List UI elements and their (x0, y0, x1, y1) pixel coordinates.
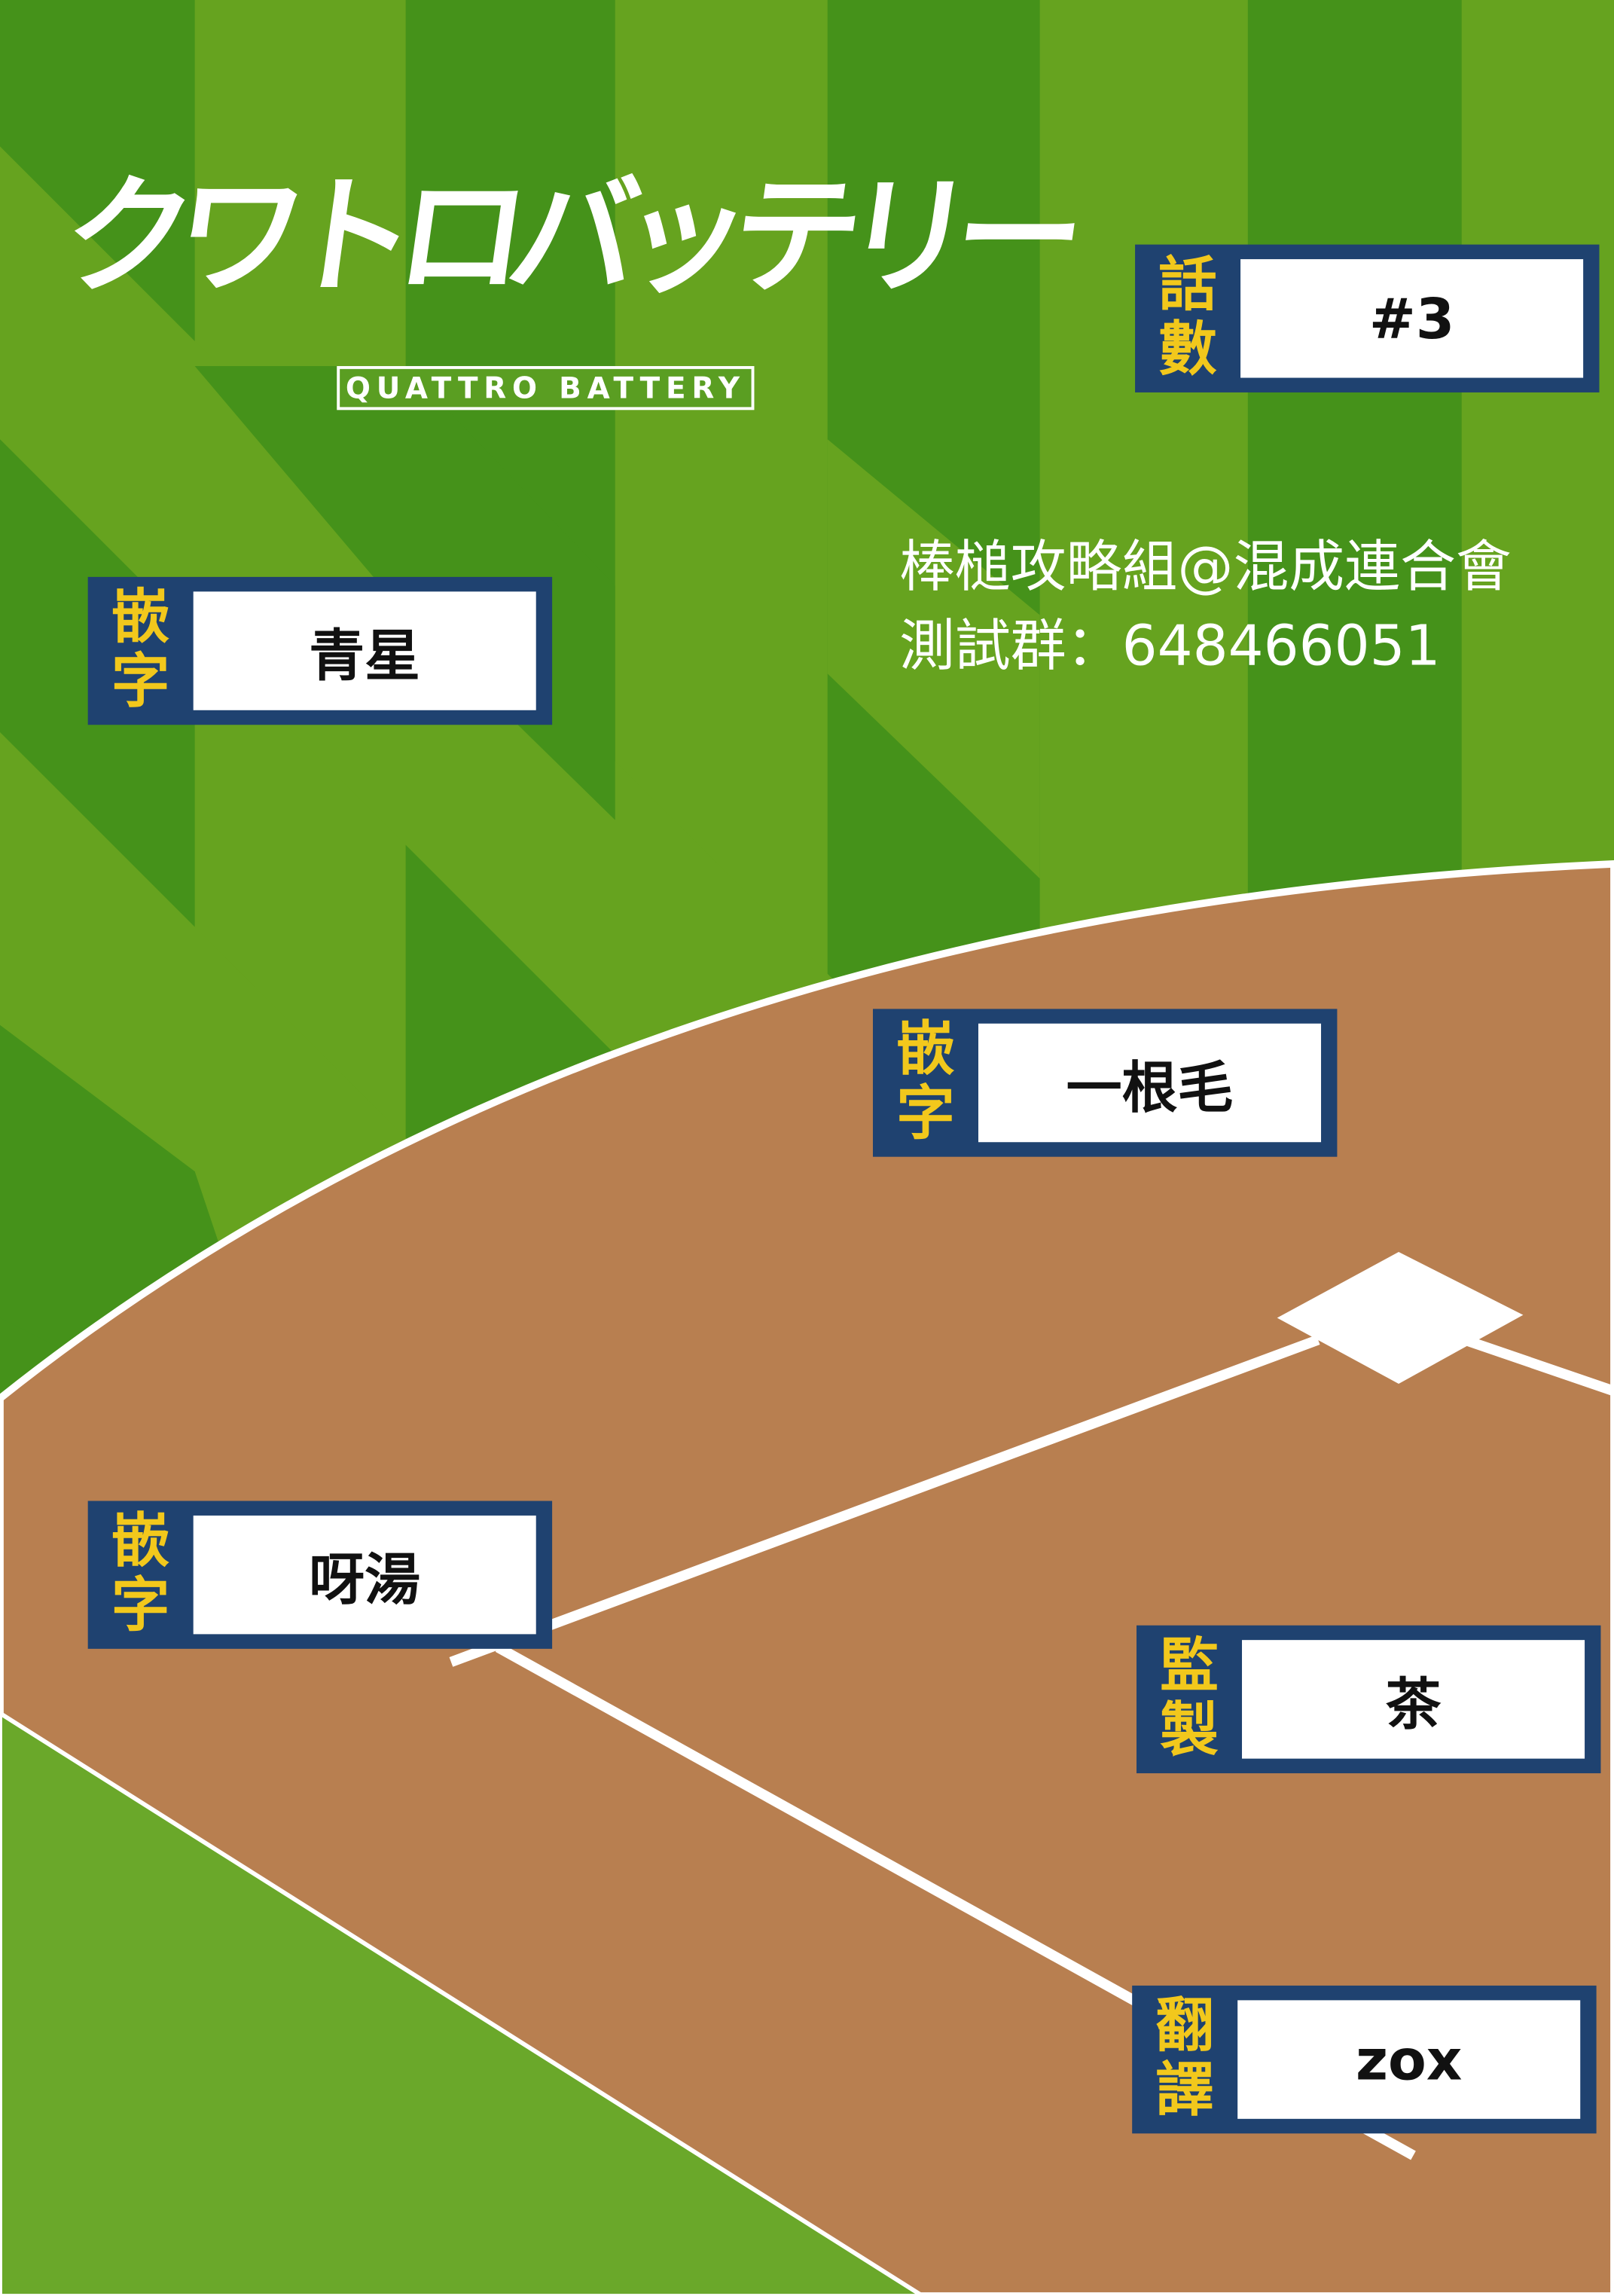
credit-card-supervisor: 監製 茶 (1137, 1625, 1601, 1774)
card-value: 青星 (193, 591, 536, 710)
title-logo: クワトロバッテリー (53, 160, 1077, 313)
card-label: 嵌字 (111, 584, 170, 716)
card-label: 嵌字 (111, 1508, 170, 1641)
card-value: 茶 (1242, 1640, 1585, 1759)
card-value: #3 (1240, 259, 1584, 378)
credit-card-typesetting-3: 嵌字 呀湯 (87, 1501, 553, 1649)
base-icon (1277, 1252, 1524, 1384)
group-credit: 棒槌攻略組@混成連合會 (899, 534, 1512, 600)
card-value: zox (1237, 2000, 1581, 2119)
card-label: 監製 (1160, 1632, 1219, 1765)
baseline (449, 1335, 1320, 1667)
card-label: 話數 (1158, 252, 1217, 384)
foul-grass (0, 1710, 927, 2296)
card-value: 呀湯 (193, 1515, 536, 1635)
credit-card-typesetting-1: 嵌字 青星 (87, 576, 553, 725)
infield-dirt (0, 860, 1614, 2296)
credit-card-translator: 翻譯 zox (1132, 1985, 1597, 2134)
test-group-credit: 測試群：648466051 (899, 613, 1441, 679)
card-value: 一根毛 (978, 1023, 1322, 1143)
card-label: 翻譯 (1155, 1992, 1215, 2125)
credit-card-episode: 話數 #3 (1135, 244, 1600, 392)
logo-stamp: QUATTRO BATTERY (337, 365, 755, 411)
credit-card-typesetting-2: 嵌字 一根毛 (872, 1009, 1338, 1157)
card-label: 嵌字 (896, 1016, 955, 1149)
